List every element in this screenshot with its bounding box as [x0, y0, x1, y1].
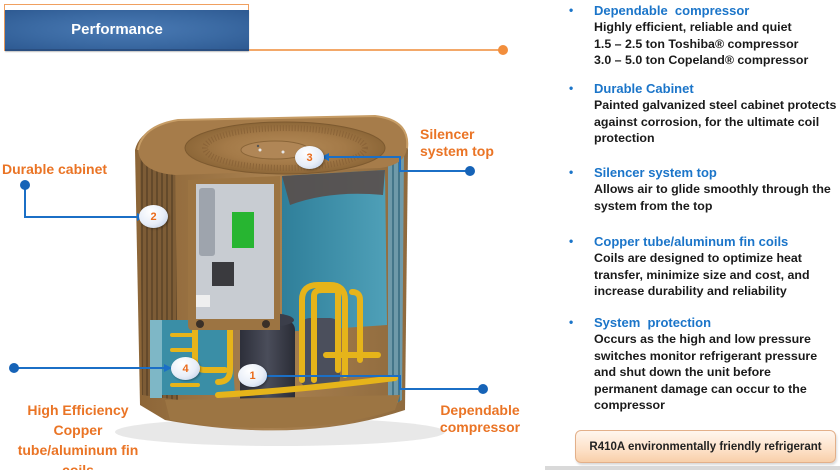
feature-line: permanent damage can occur to the	[594, 381, 807, 396]
bullet-icon: •	[569, 3, 574, 17]
feature-title: System protection	[594, 315, 712, 330]
feature-title: Copper tube/aluminum fin coils	[594, 234, 789, 249]
leader-lines	[14, 156, 483, 390]
leader-line-1	[263, 375, 483, 390]
interior-cutaway	[150, 170, 400, 428]
callout-badge-3[interactable]: 3	[295, 146, 324, 169]
feature-line: 3.0 – 5.0 ton Copeland® compressor	[594, 53, 809, 68]
feature-line: 1.5 – 2.5 ton Toshiba® compressor	[594, 36, 799, 51]
callout-badge-4[interactable]: 4	[171, 357, 200, 380]
bullet-icon: •	[569, 81, 574, 95]
feature-title: Durable Cabinet	[594, 81, 694, 96]
refrigerant-badge: R410A environmentally friendly refrigera…	[575, 430, 836, 463]
callout-label-silencer-system-top: Silencer system top	[420, 126, 494, 159]
leader-dot-3-icon	[465, 166, 475, 176]
performance-header-button[interactable]: Performance	[5, 10, 249, 51]
leader-line-2	[24, 185, 140, 218]
bullet-icon: •	[569, 165, 574, 179]
feature-line: increase durability and reliability	[594, 284, 787, 299]
feature-line: compressor	[594, 398, 665, 413]
feature-line: and shut down the unit before	[594, 365, 771, 380]
bullet-icon: •	[569, 234, 574, 248]
bottom-divider	[545, 466, 840, 470]
header-divider-line	[249, 49, 504, 51]
callout-badge-2[interactable]: 2	[139, 205, 168, 228]
feature-title: Dependable compressor	[594, 3, 750, 18]
performance-title: Performance	[71, 21, 163, 38]
fan-grille	[184, 121, 386, 175]
feature-line: Highly efficient, reliable and quiet	[594, 20, 792, 34]
feature-line: transfer, minimize size and cost, and	[594, 267, 810, 282]
feature-title: Silencer system top	[594, 165, 717, 180]
leader-dot-1-icon	[478, 384, 488, 394]
header-divider-dot-icon	[498, 45, 508, 55]
leader-dots	[9, 166, 488, 394]
callout-label-copper-coils: High Efficiency Copper tube/aluminum fin…	[17, 402, 139, 470]
cabinet-body	[115, 114, 445, 446]
leader-arrowheads	[137, 153, 329, 380]
feature-line: Coils are designed to optimize heat	[594, 251, 802, 265]
feature-line: system from the top	[594, 198, 713, 213]
feature-line: switches monitor refrigerant pressure	[594, 348, 818, 363]
callout-badge-1[interactable]: 1	[238, 364, 267, 387]
control-box	[188, 176, 280, 330]
copper-tubing	[170, 282, 398, 398]
leader-dot-2-icon	[20, 180, 30, 190]
feature-line: against corrosion, for the ultimate coil	[594, 114, 820, 129]
feature-line: Painted galvanized steel cabinet protect…	[594, 98, 837, 112]
callout-label-durable-cabinet: Durable cabinet	[2, 161, 108, 177]
callout-label-dependable-compressor: Dependable compressor	[439, 402, 521, 435]
refrigerant-badge-text: R410A environmentally friendly refrigera…	[589, 440, 822, 453]
feature-line: Allows air to glide smoothly through the	[594, 182, 831, 196]
leader-dot-4-icon	[9, 363, 19, 373]
feature-line: Occurs as the high and low pressure	[594, 332, 811, 346]
bullet-icon: •	[569, 315, 574, 329]
feature-line: protection	[594, 131, 655, 146]
